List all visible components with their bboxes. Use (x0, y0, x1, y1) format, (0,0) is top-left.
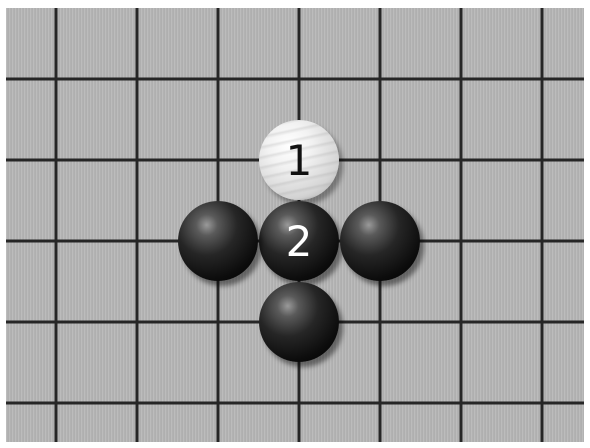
move-number-label: 1 (286, 140, 313, 182)
go-board: 1 2 (6, 8, 584, 442)
black-stone-right (340, 201, 420, 281)
move-number-label: 2 (286, 221, 313, 263)
black-stone-bottom (259, 282, 339, 362)
black-stone-move-2: 2 (259, 201, 339, 281)
black-stone-left (178, 201, 258, 281)
white-stone-move-1: 1 (259, 120, 339, 200)
